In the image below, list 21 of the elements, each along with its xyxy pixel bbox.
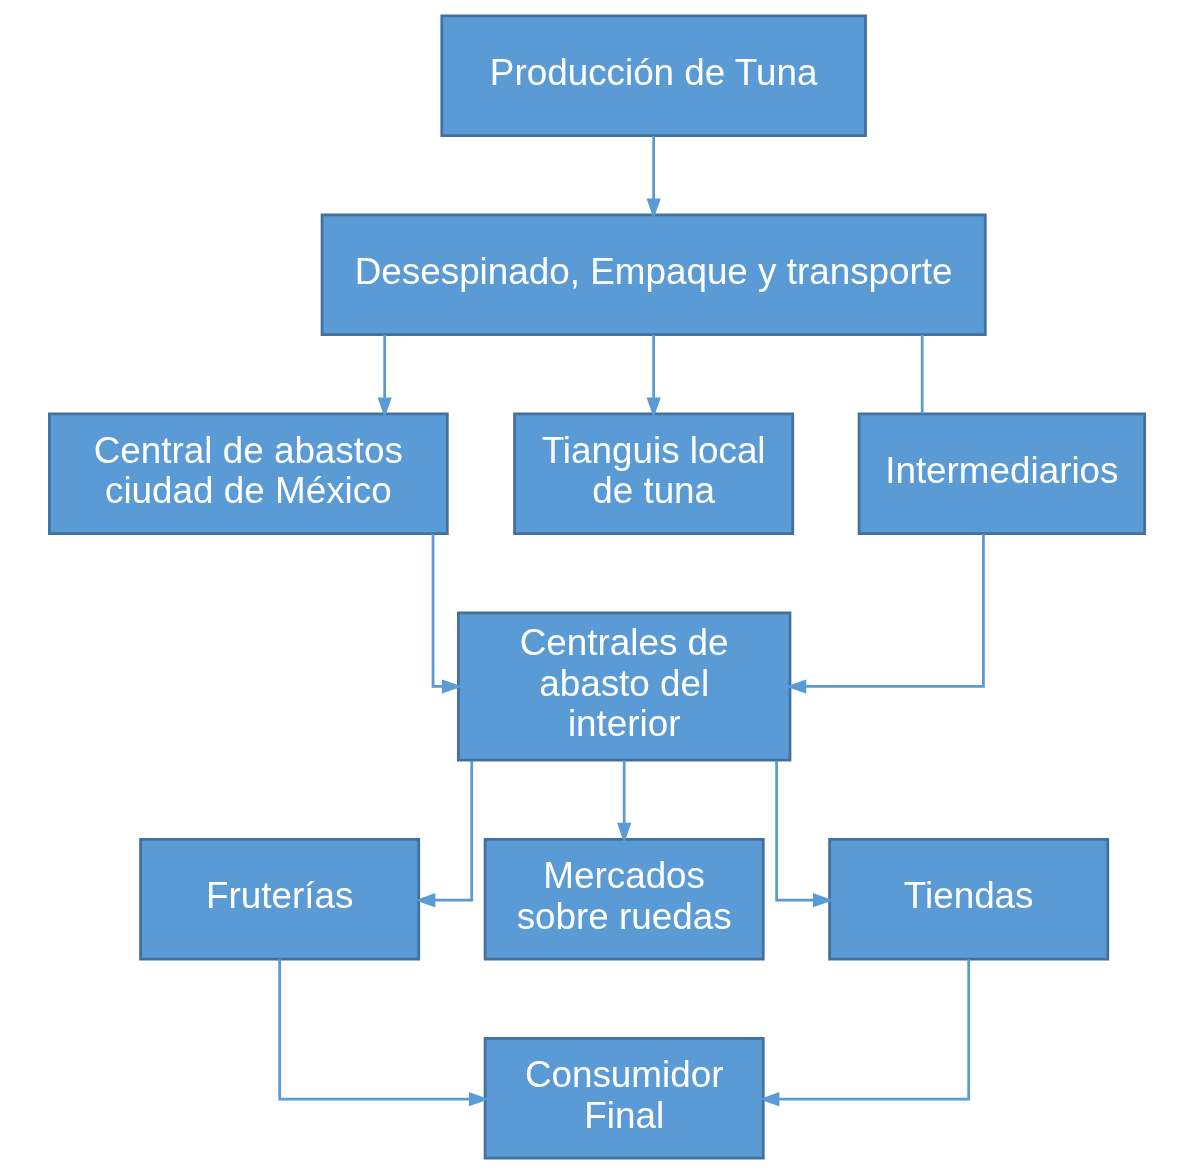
node-box: Tiendas [827,838,1109,961]
arrow [774,760,833,908]
arrow [377,334,392,418]
node-box: Desespinado, Empaque y transporte [320,213,987,336]
node-box: Fruterías [138,838,420,961]
node-box: Producción de Tuna [439,14,867,137]
arrow [646,136,661,219]
arrow [414,760,473,908]
node-box: Consumidor Final [483,1037,765,1160]
node-box: Centrales de abasto del interior [456,611,791,762]
node-box: Tianguis local de tuna [512,412,794,535]
node-box: Mercados sobre ruedas [483,838,765,961]
arrow [646,334,661,418]
node-box: Intermediarios [857,412,1146,535]
arrow [785,534,985,694]
arrow [616,760,631,844]
arrow [431,534,462,694]
arrow [277,959,489,1107]
node-box: Central de abastos ciudad de México [47,412,449,535]
arrow [758,959,970,1107]
connector [920,334,924,414]
